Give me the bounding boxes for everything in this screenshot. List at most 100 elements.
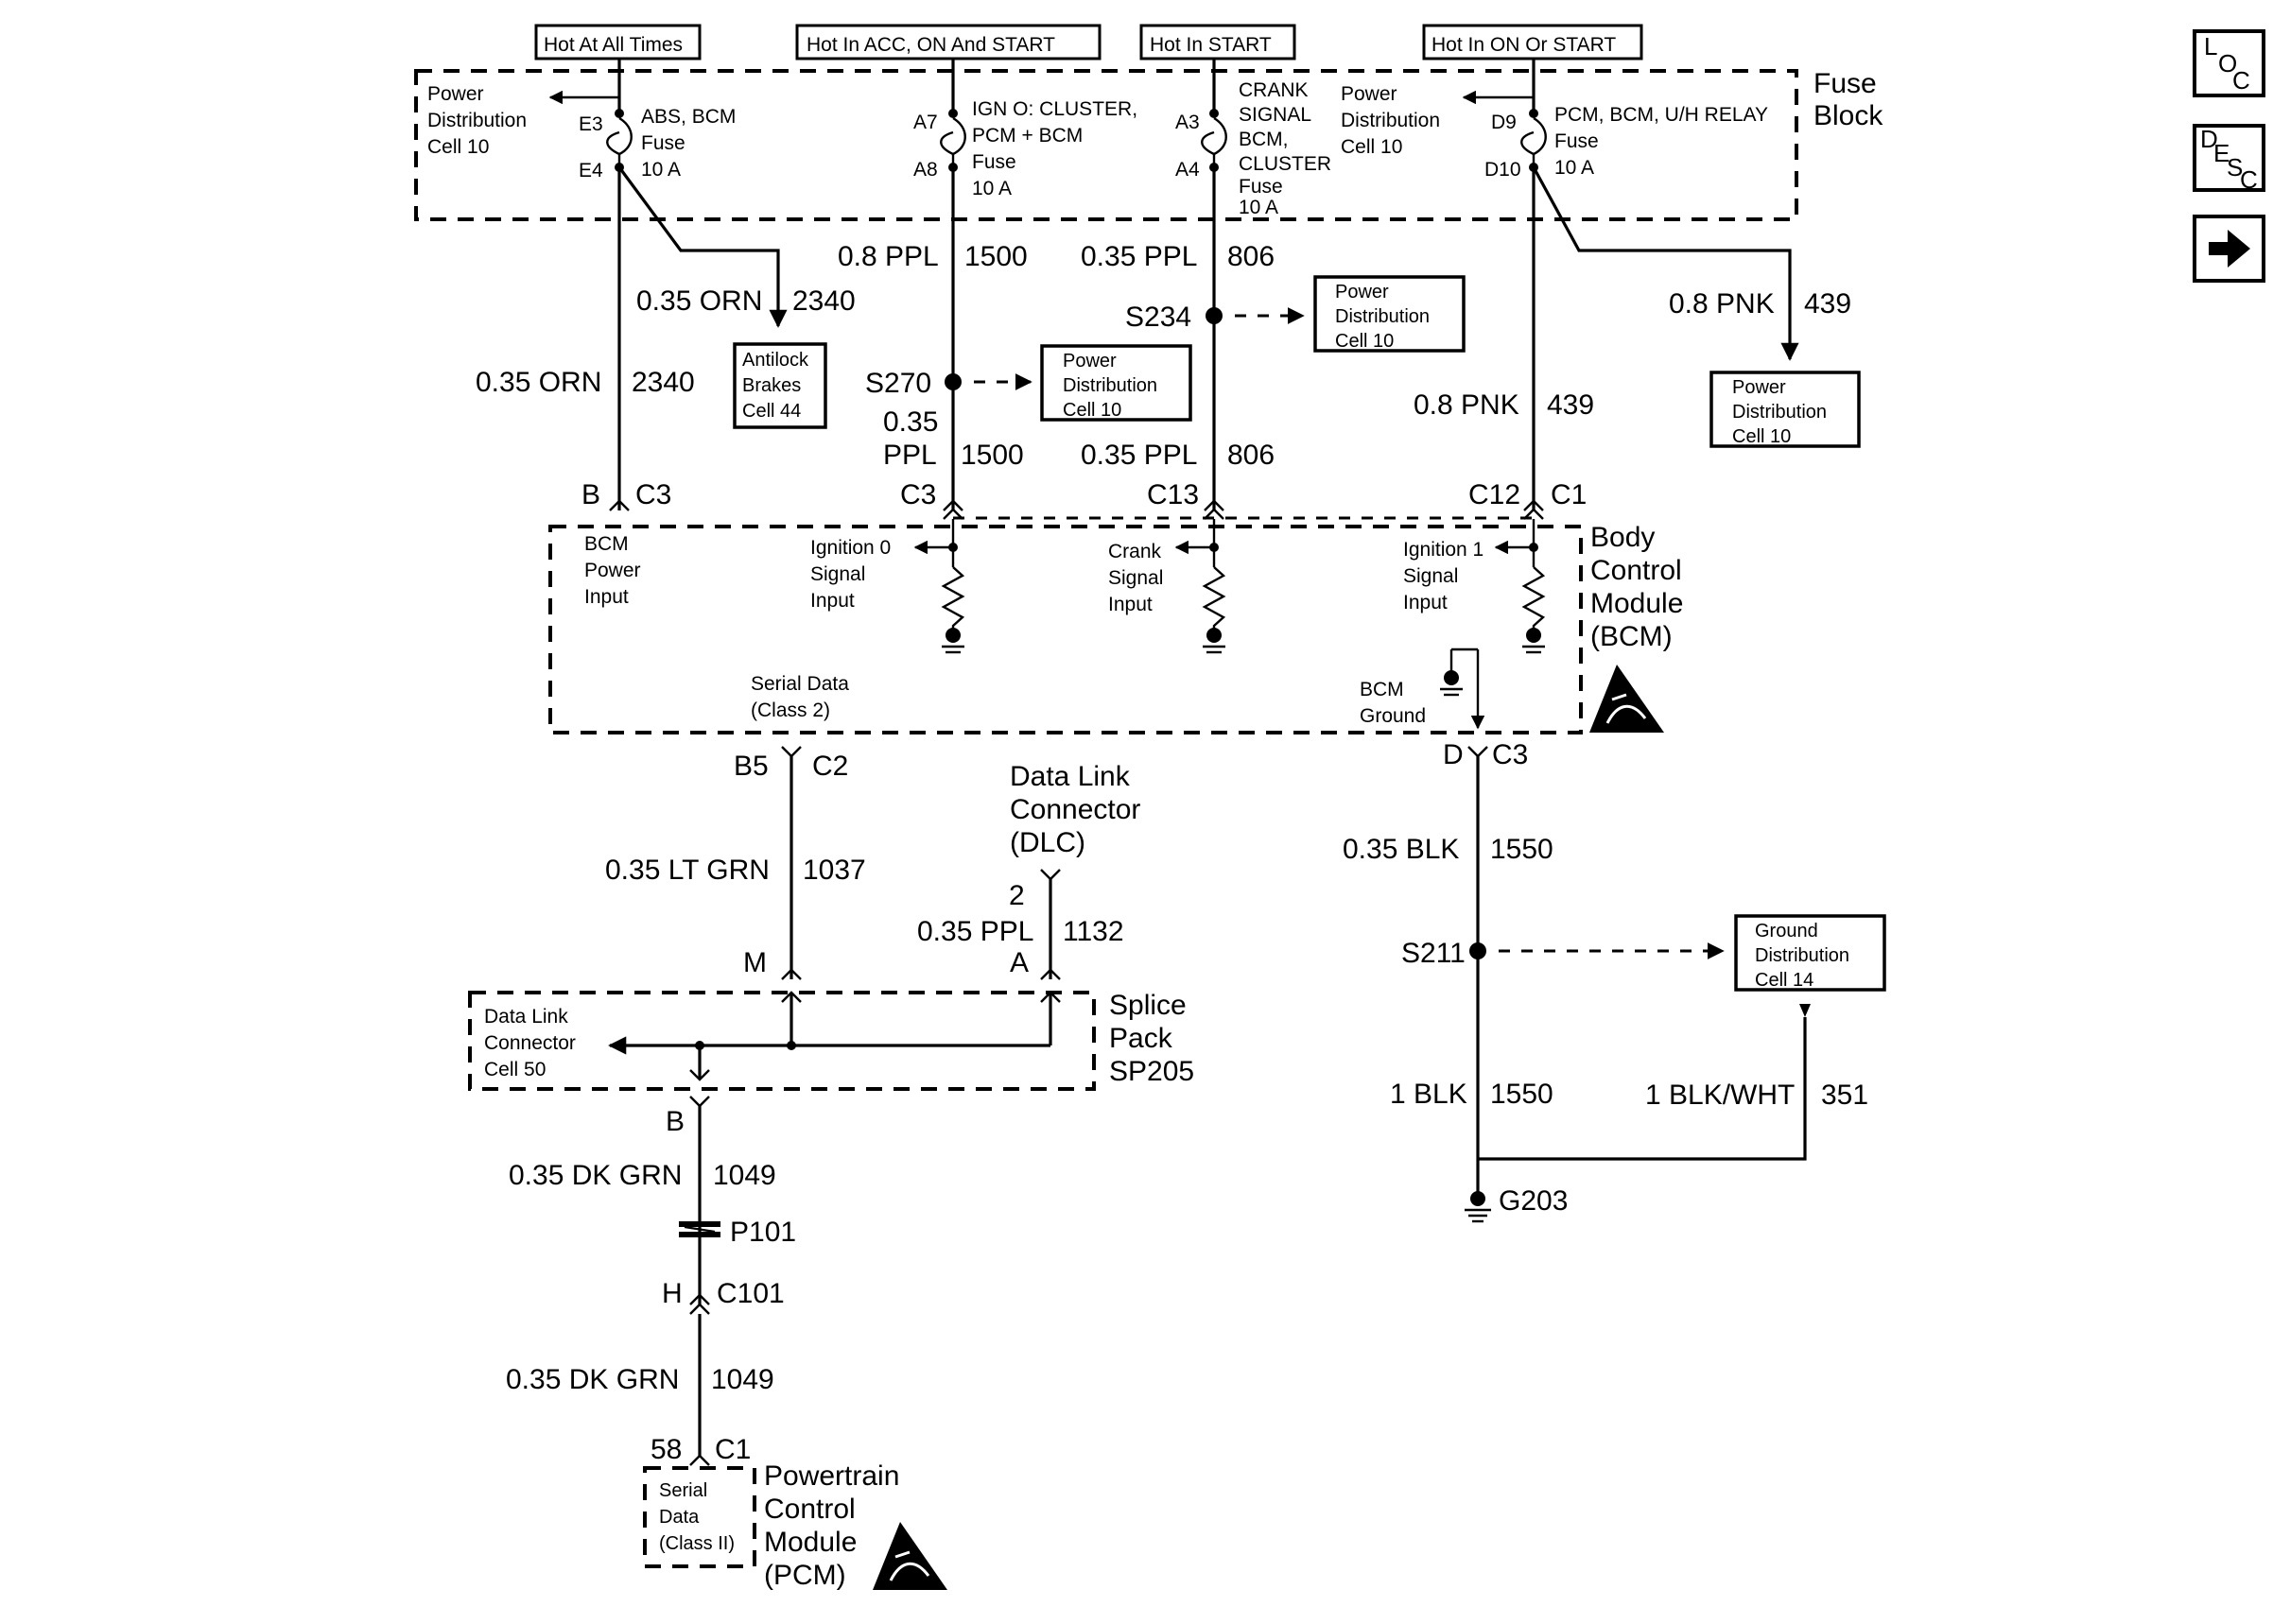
- wire-label-1132: 0.35 PPL 1132: [917, 916, 1124, 947]
- ref-data-link-connector: Data Link Connector Cell 50: [484, 1006, 576, 1080]
- svg-text:CRANK: CRANK: [1239, 79, 1309, 101]
- fuse-abs-bcm: E3 E4 ABS, BCM Fuse 10 A: [579, 106, 736, 181]
- pcm-outline: [643, 1466, 756, 1568]
- svg-text:Module: Module: [1590, 588, 1683, 619]
- svg-text:BCM,: BCM,: [1239, 129, 1289, 150]
- bcm-ground-label: BCM Ground: [1360, 679, 1426, 727]
- svg-text:PCM + BCM: PCM + BCM: [972, 125, 1083, 147]
- svg-text:1500: 1500: [964, 241, 1028, 272]
- svg-text:SIGNAL: SIGNAL: [1239, 104, 1311, 126]
- svg-text:D10: D10: [1484, 159, 1521, 181]
- svg-text:0.35 PPL: 0.35 PPL: [1081, 440, 1197, 471]
- splice-s211-label: S211: [1401, 938, 1466, 969]
- svg-text:SP205: SP205: [1109, 1056, 1194, 1087]
- svg-text:0.35 ORN: 0.35 ORN: [636, 285, 762, 317]
- fuse-ign-0: A7 A8 IGN O: CLUSTER, PCM + BCM Fuse 10 …: [913, 98, 1137, 199]
- bcm-serial-data-label: Serial Data (Class 2): [751, 673, 849, 721]
- wire-label-1037: 0.35 LT GRN 1037: [605, 855, 866, 886]
- svg-text:Module: Module: [764, 1527, 857, 1558]
- header-hot-at-all-times: Hot At All Times: [534, 24, 702, 60]
- connector-a: A: [1010, 947, 1029, 978]
- connector-58: 58: [651, 1434, 682, 1465]
- svg-text:Fuse: Fuse: [1554, 130, 1599, 152]
- svg-text:Connector: Connector: [1010, 794, 1140, 825]
- svg-text:C12: C12: [1468, 479, 1520, 510]
- splice-s270-label: S270: [865, 368, 931, 399]
- wire-label-1500-a: 0.8 PPL 1500: [838, 241, 1028, 272]
- svg-text:Splice: Splice: [1109, 990, 1187, 1021]
- dlc-pin-2: 2: [1009, 880, 1025, 911]
- esd-warning-icon: [1589, 665, 1664, 733]
- svg-text:IGN O: CLUSTER,: IGN O: CLUSTER,: [972, 98, 1137, 120]
- svg-text:0.35 LT GRN: 0.35 LT GRN: [605, 855, 770, 886]
- svg-text:Cell 10: Cell 10: [427, 136, 489, 158]
- svg-text:(Class 2): (Class 2): [751, 700, 830, 721]
- fuse-pd-right-label: Power Distribution Cell 10: [1341, 83, 1440, 158]
- svg-text:A7: A7: [913, 112, 938, 133]
- wire-label-439-a: 0.8 PNK 439: [1669, 288, 1851, 320]
- fuse-crank-signal: A3 A4 CRANK SIGNAL BCM, CLUSTER Fuse 10 …: [1175, 79, 1331, 218]
- svg-text:B: B: [581, 479, 600, 510]
- wire-label-1500-b: 0.35 PPL 1500: [883, 406, 1024, 471]
- svg-text:1 BLK/WHT: 1 BLK/WHT: [1645, 1080, 1795, 1111]
- svg-text:0.35 DK GRN: 0.35 DK GRN: [509, 1160, 682, 1191]
- svg-text:Input: Input: [584, 586, 629, 608]
- wire-label-2340-b: 0.35 ORN 2340: [476, 367, 695, 398]
- header-label: Hot At All Times: [544, 34, 683, 56]
- svg-text:C: C: [2232, 66, 2250, 95]
- svg-text:Input: Input: [1403, 592, 1448, 613]
- svg-text:Distribution: Distribution: [1755, 945, 1849, 966]
- svg-text:(PCM): (PCM): [764, 1560, 846, 1591]
- svg-text:BCM: BCM: [584, 533, 629, 555]
- svg-text:0.35 DK GRN: 0.35 DK GRN: [506, 1364, 679, 1395]
- svg-text:Serial: Serial: [659, 1480, 707, 1501]
- bcm-power-input-label: BCM Power Input: [584, 533, 641, 608]
- fuse-pd-left-label: Power Distribution Cell 10: [427, 83, 527, 158]
- svg-text:Power: Power: [1732, 377, 1786, 398]
- next-arrow-button[interactable]: [2193, 215, 2265, 283]
- pull-down-resistor: [941, 566, 965, 633]
- svg-text:Ignition 0: Ignition 0: [810, 537, 891, 559]
- svg-text:Body: Body: [1590, 522, 1655, 553]
- connector-m: M: [743, 947, 767, 978]
- loc-button[interactable]: L O C: [2193, 29, 2265, 97]
- svg-text:Cell 10: Cell 10: [1335, 331, 1394, 352]
- svg-text:Fuse: Fuse: [1239, 176, 1283, 198]
- svg-text:D: D: [1443, 739, 1464, 770]
- svg-text:Signal: Signal: [1108, 567, 1163, 589]
- wire-label-1049-b: 0.35 DK GRN 1049: [506, 1364, 774, 1395]
- svg-text:Cell 10: Cell 10: [1732, 426, 1791, 447]
- fuse-block-title: Fuse: [1813, 68, 1877, 99]
- header-label: Hot In ON Or START: [1431, 34, 1616, 56]
- svg-text:Input: Input: [810, 590, 855, 612]
- svg-text:10 A: 10 A: [1554, 157, 1594, 179]
- svg-text:Pack: Pack: [1109, 1023, 1173, 1054]
- svg-text:0.35: 0.35: [883, 406, 938, 438]
- svg-text:Cell 14: Cell 14: [1755, 970, 1813, 991]
- dlc-label: Data Link Connector (DLC): [1010, 761, 1140, 858]
- wire-label-1550-b: 1 BLK 1550: [1390, 1079, 1553, 1110]
- bcm-ign1-label: Ignition 1 Signal Input: [1403, 539, 1484, 613]
- pull-down-resistor: [1202, 566, 1226, 633]
- svg-text:O: O: [2218, 49, 2237, 78]
- svg-text:1 BLK: 1 BLK: [1390, 1079, 1467, 1110]
- desc-button[interactable]: D E S C: [2193, 124, 2265, 194]
- wire-label-1550-a: 0.35 BLK 1550: [1343, 834, 1553, 865]
- svg-text:E4: E4: [579, 160, 603, 181]
- svg-text:PPL: PPL: [883, 440, 937, 471]
- svg-text:Distribution: Distribution: [1335, 306, 1430, 327]
- svg-text:0.35 PPL: 0.35 PPL: [1081, 241, 1197, 272]
- wire-label-1049-a: 0.35 DK GRN 1049: [509, 1160, 776, 1191]
- svg-text:(DLC): (DLC): [1010, 827, 1085, 858]
- svg-text:1550: 1550: [1490, 1079, 1553, 1110]
- svg-text:1500: 1500: [961, 440, 1024, 471]
- svg-text:Powertrain: Powertrain: [764, 1460, 899, 1492]
- splice-s270: [945, 373, 962, 390]
- svg-text:B5: B5: [734, 751, 769, 782]
- svg-text:Ignition 1: Ignition 1: [1403, 539, 1484, 561]
- svg-text:2340: 2340: [632, 367, 695, 398]
- arrow-right-icon: [2209, 230, 2250, 268]
- svg-text:Signal: Signal: [810, 563, 865, 585]
- svg-text:ABS, BCM: ABS, BCM: [641, 106, 736, 128]
- svg-text:C13: C13: [1147, 479, 1199, 510]
